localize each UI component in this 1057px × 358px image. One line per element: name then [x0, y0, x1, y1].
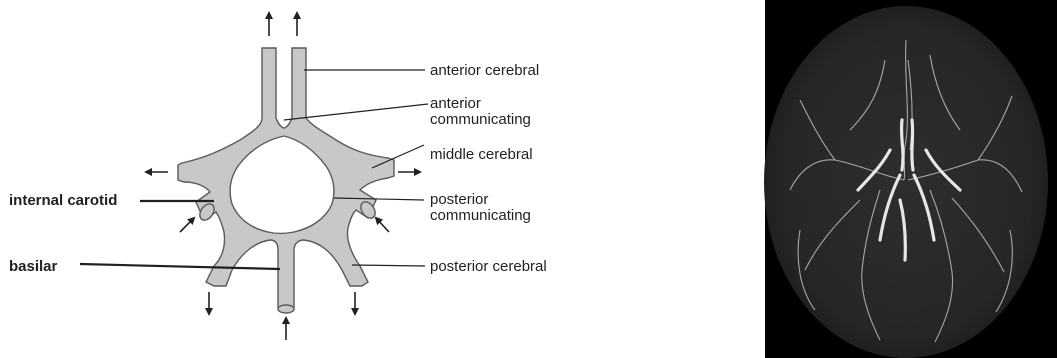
label-anterior-communicating-line1: anterior	[430, 95, 481, 112]
arrow-in-right-carotid-icon	[376, 218, 389, 232]
leader-posterior-cerebral	[352, 265, 425, 266]
label-posterior-cerebral: posterior cerebral	[430, 258, 547, 275]
arrow-in-left-carotid-icon	[180, 218, 194, 232]
angiogram-image	[764, 0, 1057, 358]
label-basilar: basilar	[9, 258, 58, 275]
vessel-diagram: anterior cerebral anterior communicating…	[9, 13, 547, 340]
label-posterior-communicating-line2: communicating	[430, 207, 531, 224]
label-middle-cerebral: middle cerebral	[430, 146, 533, 163]
label-internal-carotid: internal carotid	[9, 192, 117, 209]
circle-of-willis-shape	[178, 48, 394, 308]
label-anterior-cerebral: anterior cerebral	[430, 62, 539, 79]
label-posterior-communicating-line1: posterior	[430, 191, 488, 208]
leader-basilar	[80, 264, 280, 269]
label-anterior-communicating-line2: communicating	[430, 111, 531, 128]
basilar-cut-end	[278, 305, 294, 313]
